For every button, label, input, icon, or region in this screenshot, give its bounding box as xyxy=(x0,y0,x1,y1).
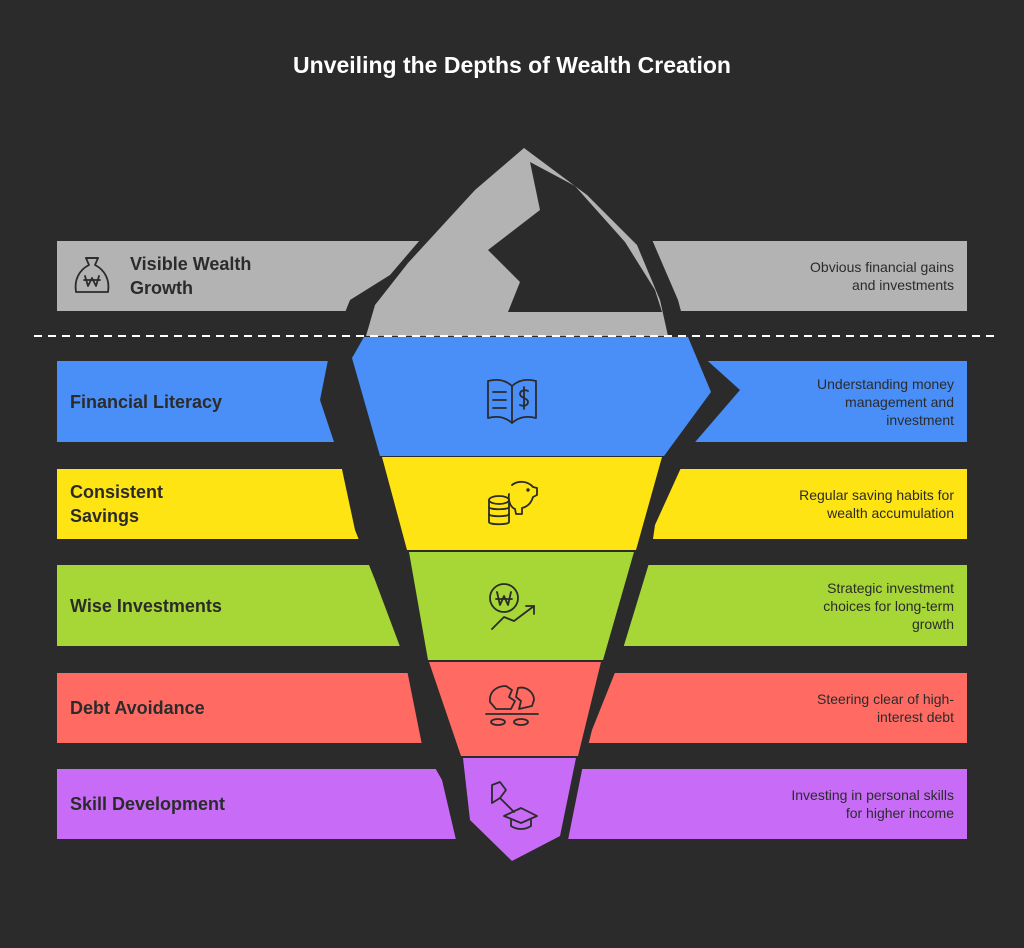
tip-description: Obvious financial gains and investments xyxy=(810,259,954,293)
iceberg-tip-shadow xyxy=(488,162,662,312)
layer-label-financial-literacy: Financial Literacy xyxy=(70,392,223,412)
page-title: Unveiling the Depths of Wealth Creation xyxy=(293,52,731,78)
iceberg-layer-consistent-savings xyxy=(382,457,662,550)
layer-description-skill-development: Investing in personal skills for higher … xyxy=(791,787,954,821)
dollar-book-icon xyxy=(487,378,537,424)
layer-description-wise-investments: Strategic investment choices for long-te… xyxy=(823,580,954,632)
layer-description-debt-avoidance: Steering clear of high-interest debt xyxy=(817,691,954,725)
layer-label-skill-development: Skill Development xyxy=(70,794,226,814)
layer-label-consistent-savings: Consistent Savings xyxy=(70,482,164,526)
layer-label-wise-investments: Wise Investments xyxy=(70,596,222,616)
layer-description-financial-literacy: Understanding money management and inves… xyxy=(817,376,954,428)
iceberg-layer-wise-investments xyxy=(409,552,634,660)
won-coin-growth-icon xyxy=(489,583,535,630)
skill-graduation-icon xyxy=(491,781,538,830)
broken-piggy-bank-icon xyxy=(485,685,539,726)
iceberg-layer-financial-literacy xyxy=(352,337,711,456)
iceberg-layer-debt-avoidance xyxy=(429,662,601,756)
layer-description-consistent-savings: Regular saving habits for wealth accumul… xyxy=(799,487,954,521)
piggy-bank-coins-icon xyxy=(488,480,538,526)
money-bag-won-icon xyxy=(74,257,110,293)
layer-label-debt-avoidance: Debt Avoidance xyxy=(70,698,205,718)
tip-label: Visible Wealth Growth xyxy=(130,254,252,298)
